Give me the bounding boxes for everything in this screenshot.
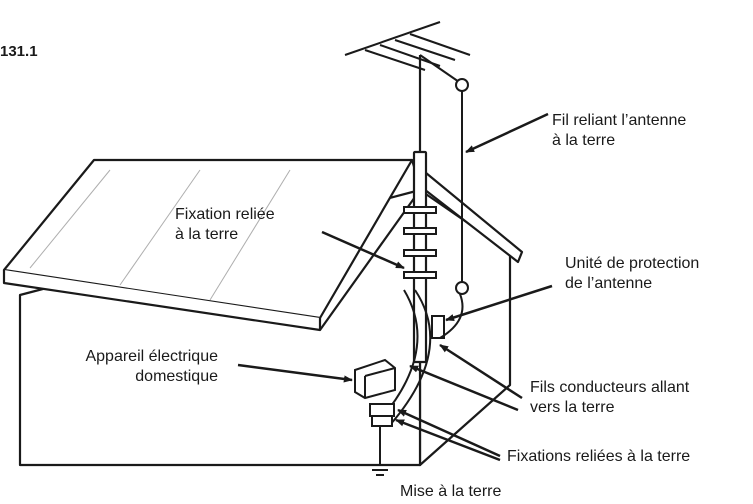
- label-line: Unité de protection: [565, 255, 700, 272]
- label-line: Fixation reliée: [175, 206, 275, 223]
- arrow-conductor-b: [409, 364, 519, 412]
- ground-clamp-block: [369, 403, 395, 427]
- label-line: à la terre: [175, 226, 239, 243]
- ground-conductor-2: [389, 289, 432, 426]
- label-ground-clamps: Fixations reliées à la terre: [507, 448, 691, 465]
- label-line: domestique: [135, 368, 218, 385]
- label-line: Appareil électrique: [85, 348, 218, 365]
- arrow-clamp-a: [397, 408, 501, 458]
- figure-number: 131.1: [0, 43, 38, 60]
- roof-eave: [2, 270, 322, 332]
- arrow-protection-unit: [445, 284, 553, 322]
- label-line: vers la terre: [530, 399, 615, 416]
- label-earth-ground: Mise à la terre: [400, 483, 502, 500]
- label-ground-conductors: Fils conducteurs allant vers la terre: [530, 378, 689, 418]
- appliance-box: [354, 358, 396, 400]
- label-line: à la terre: [552, 132, 616, 149]
- arrow-bracket: [321, 230, 405, 270]
- label-line: Fils conducteurs allant: [530, 379, 690, 396]
- label-antenna-ground-wire: Fil reliant l’antenne à la terre: [552, 111, 686, 151]
- mast-brackets: [403, 206, 437, 279]
- label-line: de l’antenne: [565, 275, 653, 292]
- arrow-clamp-b: [395, 418, 501, 462]
- ground-conductor-3: [439, 293, 464, 339]
- arrow-antenna-wire: [465, 112, 549, 154]
- protection-unit-box: [431, 315, 445, 339]
- label-antenna-protection-unit: Unité de protection de l’antenne: [565, 254, 699, 294]
- antenna-array: [344, 21, 471, 92]
- arrow-conductor-a: [439, 343, 523, 400]
- earth-ground-symbol: [368, 426, 392, 476]
- arrow-appliance: [237, 363, 353, 383]
- label-appliance: Appareil électrique domestique: [40, 347, 218, 387]
- label-grounded-bracket: Fixation reliée à la terre: [175, 205, 275, 245]
- label-line: Fil reliant l’antenne: [552, 112, 687, 129]
